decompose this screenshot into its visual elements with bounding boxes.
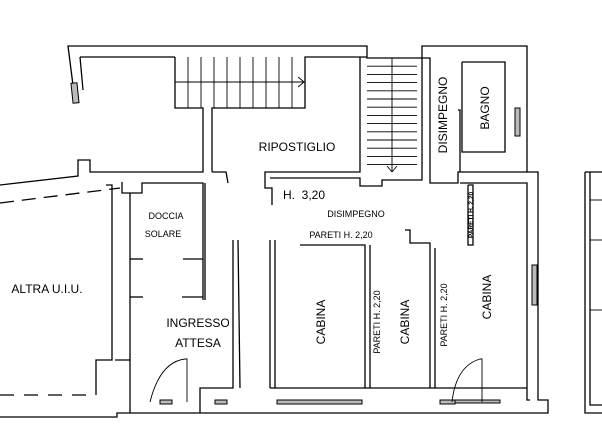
label-bagno: BAGNO bbox=[478, 86, 492, 129]
label-pareti-1: PARETI H. 2,20 bbox=[372, 290, 382, 353]
label-ingresso: INGRESSO bbox=[166, 316, 229, 330]
doors bbox=[149, 358, 483, 403]
dashed-boundary bbox=[0, 187, 121, 396]
label-height: H. 3,20 bbox=[283, 188, 325, 202]
window bbox=[159, 399, 173, 405]
door-swing bbox=[451, 358, 483, 403]
doccia-partitions bbox=[130, 258, 203, 298]
window bbox=[214, 399, 228, 405]
room-labels: RIPOSTIGLIO DISIMPEGNO BAGNO H. 3,20 DIS… bbox=[11, 77, 494, 354]
window bbox=[514, 107, 521, 137]
label-pareti-main: PARETI H. 2,20 bbox=[309, 230, 372, 240]
label-doccia: DOCCIA bbox=[148, 211, 183, 221]
label-disimpegno-vertical: DISIMPEGNO bbox=[436, 77, 450, 154]
stair-arrow bbox=[297, 76, 305, 83]
window bbox=[454, 399, 501, 404]
label-cabina-2: CABINA bbox=[398, 300, 412, 345]
label-cabina-3: CABINA bbox=[480, 275, 494, 320]
windows bbox=[70, 82, 538, 405]
window bbox=[276, 399, 363, 405]
door-swing bbox=[149, 358, 188, 403]
window bbox=[531, 264, 538, 306]
stair-arrow bbox=[386, 165, 393, 173]
label-solare: SOLARE bbox=[145, 229, 182, 239]
window bbox=[439, 399, 456, 405]
label-pareti-small: PARETI H. 2,20 bbox=[468, 192, 475, 239]
label-altra-uiu: ALTRA U.I.U. bbox=[11, 282, 82, 296]
stair-arrow bbox=[297, 81, 305, 88]
exterior-walls bbox=[0, 45, 602, 418]
staircase-horizontal bbox=[174, 57, 306, 108]
label-disimpegno: DISIMPEGNO bbox=[327, 209, 385, 219]
label-pareti-2: PARETI H. 2,20 bbox=[439, 283, 449, 346]
label-cabina-1: CABINA bbox=[314, 300, 328, 345]
window bbox=[70, 82, 80, 104]
label-ripostiglio: RIPOSTIGLIO bbox=[259, 140, 336, 154]
label-attesa: ATTESA bbox=[175, 336, 221, 350]
staircase-vertical bbox=[367, 57, 417, 173]
stair-arrow bbox=[391, 165, 398, 173]
